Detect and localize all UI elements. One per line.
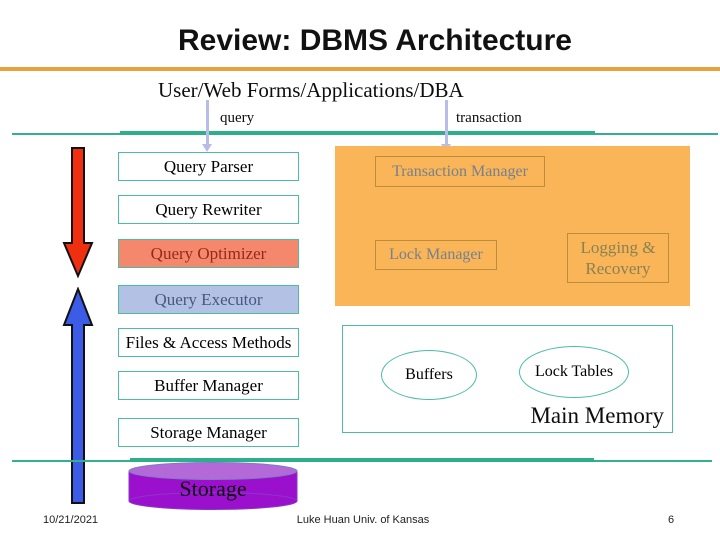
query-label: query	[220, 110, 255, 126]
main-memory-label: Main Memory	[530, 403, 664, 428]
transaction-label: transaction	[456, 110, 522, 126]
buffers-ellipse: Buffers	[381, 350, 477, 400]
storage-cylinder-icon	[128, 462, 298, 510]
transaction-panel: Transaction Manager Lock Manager Logging…	[335, 146, 690, 306]
transaction-flow-arrow-stem	[444, 100, 448, 144]
box-logging-recovery: Logging & Recovery	[567, 233, 669, 283]
blue-up-arrow-icon	[62, 287, 94, 504]
box-transaction-manager: Transaction Manager	[375, 156, 545, 187]
slide-title: Review: DBMS Architecture	[178, 24, 572, 57]
box-buffer-manager: Buffer Manager	[118, 371, 299, 400]
box-files-access-methods: Files & Access Methods	[118, 328, 299, 357]
main-memory-region: Buffers Lock Tables Main Memory	[342, 325, 673, 433]
box-query-rewriter: Query Rewriter	[118, 195, 299, 224]
box-storage-manager: Storage Manager	[118, 418, 299, 447]
box-query-parser: Query Parser	[118, 152, 299, 181]
storage-label: Storage	[179, 476, 247, 501]
footer-date: 10/21/2021	[43, 514, 99, 526]
top-separator-line-thick	[120, 131, 595, 135]
footer-credit: Luke Huan Univ. of Kansas	[296, 514, 430, 526]
box-query-executor: Query Executor	[118, 285, 299, 314]
bottom-separator-line-thick	[130, 458, 594, 462]
box-lock-manager: Lock Manager	[375, 240, 497, 270]
source-label: User/Web Forms/Applications/DBA	[158, 78, 464, 102]
box-query-optimizer: Query Optimizer	[118, 239, 299, 268]
red-down-arrow-icon	[62, 147, 94, 279]
footer-page-number: 6	[668, 514, 675, 526]
query-flow-arrow-stem	[205, 100, 209, 144]
title-divider-line	[0, 67, 720, 71]
query-flow-arrowhead-icon	[202, 144, 212, 152]
lock-tables-ellipse: Lock Tables	[519, 346, 629, 398]
